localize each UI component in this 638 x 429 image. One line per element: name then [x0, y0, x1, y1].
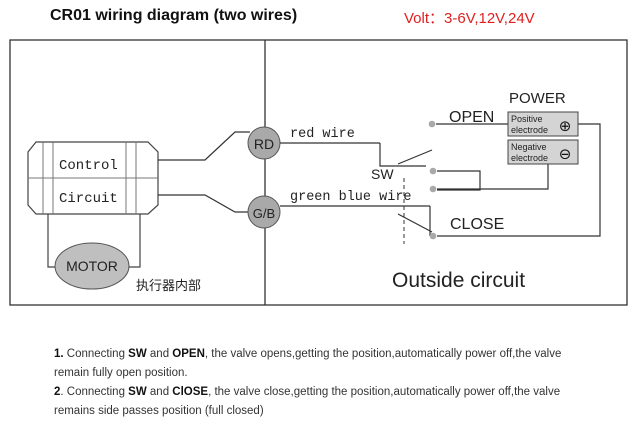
open-label: OPEN — [449, 109, 494, 126]
positive-electrode-box — [507, 111, 579, 137]
circuit-label: Circuit — [59, 191, 118, 207]
gb-terminal-label: G/B — [253, 206, 275, 221]
instruction-2-number: 2 — [54, 386, 61, 398]
rd-terminal-label: RD — [254, 136, 274, 152]
sw-label: SW — [371, 166, 394, 182]
positive-to-close-wire — [437, 123, 601, 237]
switch-lever-open — [397, 149, 433, 165]
switch-lever-close — [397, 213, 433, 233]
instruction-1-keyword-sw: SW — [128, 348, 147, 360]
close-contact — [429, 232, 437, 240]
positive-electrode-label-2: electrode — [511, 125, 548, 135]
outside-circuit-label: Outside circuit — [392, 269, 525, 292]
close-label: CLOSE — [450, 216, 504, 233]
minus-icon: ⊖ — [559, 145, 572, 163]
sw-contact-1 — [429, 167, 437, 175]
negative-electrode-box — [507, 139, 579, 165]
red-wire-drop — [379, 143, 426, 167]
power-label: POWER — [509, 90, 566, 107]
instruction-1-number: 1. — [54, 348, 64, 360]
outer-frame — [9, 39, 628, 306]
motor-ellipse — [54, 242, 130, 290]
instruction-2-keyword-close: ClOSE — [172, 386, 209, 398]
instruction-2-keyword-sw: SW — [128, 386, 147, 398]
internal-label: 执行器内部 — [136, 278, 201, 294]
negative-electrode-label-2: electrode — [511, 153, 548, 163]
sw-to-negative-wire — [437, 164, 549, 190]
motor-label: MOTOR — [66, 258, 118, 274]
voltage-label: Volt：3-6V,12V,24V — [404, 10, 535, 27]
instruction-2-text-c: , the valve close,getting the position,a… — [54, 386, 561, 417]
instruction-1-keyword-open: OPEN — [172, 348, 205, 360]
gb-terminal — [247, 195, 281, 229]
instruction-1-text-c: , the valve opens,getting the position,a… — [54, 348, 562, 379]
diagram-title: CR01 wiring diagram (two wires) — [50, 7, 298, 24]
instruction-2-text-a: . Connecting — [60, 386, 129, 398]
green-blue-wire-label: green blue wire — [290, 190, 412, 205]
motor-lead-right — [128, 214, 141, 268]
red-wire-label: red wire — [290, 127, 355, 142]
actuator-body — [27, 141, 159, 215]
instruction-1: 1. Connecting SW and OPEN, the valve ope… — [54, 345, 584, 383]
sw-contact-2 — [429, 185, 437, 193]
instruction-1-text-a: Connecting — [63, 348, 129, 360]
sw-loop-wire — [437, 170, 481, 191]
instruction-2: 2. Connecting SW and ClOSE, the valve cl… — [54, 383, 584, 421]
positive-electrode-label-1: Positive — [511, 114, 543, 124]
open-contact — [428, 120, 436, 128]
instruction-2-text-b: and — [146, 386, 173, 398]
circuit-wire — [158, 194, 250, 213]
instruction-1-text-b: and — [146, 348, 173, 360]
control-label: Control — [59, 158, 118, 174]
negative-electrode-label-1: Negative — [511, 142, 547, 152]
plus-icon: ⊕ — [559, 117, 572, 135]
control-wire — [158, 131, 250, 161]
